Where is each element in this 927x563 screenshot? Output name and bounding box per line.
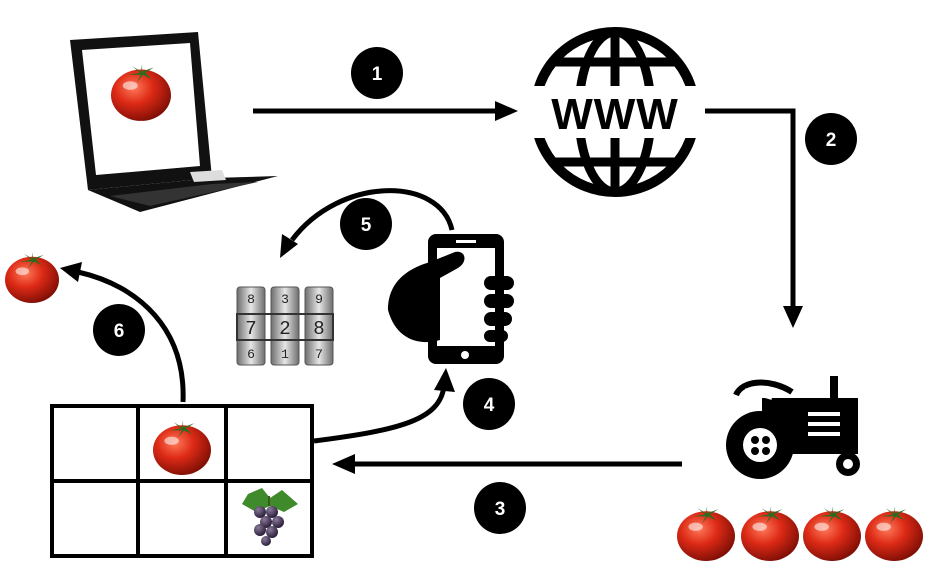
arrow-step-5 xyxy=(280,188,455,258)
tomato-icon xyxy=(865,506,923,561)
step-badge-1: 1 xyxy=(351,47,403,99)
step-badge-4: 4 xyxy=(463,378,515,430)
arrow-step-4 xyxy=(313,368,455,444)
tomato-icon xyxy=(803,506,861,561)
step-number: 5 xyxy=(361,215,372,236)
lock-bottom-digit: 1 xyxy=(281,347,289,362)
arrow-step-1 xyxy=(253,101,518,121)
combination-lock-icon: 8 3 9 7 2 8 6 1 7 xyxy=(236,286,334,366)
lock-top-digit: 9 xyxy=(315,292,323,307)
lock-code-digit: 8 xyxy=(313,318,324,340)
laptop-icon xyxy=(70,32,278,212)
step-badge-5: 5 xyxy=(340,198,392,250)
tomato-icon xyxy=(5,251,59,304)
globe-www-icon: WWW xyxy=(526,27,704,197)
lock-code-digit: 2 xyxy=(279,318,290,340)
step-badge-6: 6 xyxy=(93,304,145,356)
smartphone-hand-icon xyxy=(388,234,514,364)
tomato-icon xyxy=(677,506,735,561)
lock-top-digit: 3 xyxy=(281,292,289,307)
tractor-icon xyxy=(726,376,860,479)
arrow-step-3 xyxy=(332,454,682,474)
lock-bottom-digit: 7 xyxy=(315,347,323,362)
step-badge-3: 3 xyxy=(474,482,526,534)
locker-grid xyxy=(50,404,314,558)
step-number: 2 xyxy=(826,130,837,151)
step-number: 4 xyxy=(484,395,495,416)
step-number: 3 xyxy=(495,499,506,520)
lock-code-digit: 7 xyxy=(245,318,256,340)
globe-www-label: WWW xyxy=(551,90,679,139)
step-number: 6 xyxy=(114,321,125,342)
step-number: 1 xyxy=(372,64,383,85)
tomato-icon xyxy=(741,506,799,561)
arrow-step-2 xyxy=(705,108,803,328)
arrow-step-6 xyxy=(60,262,186,403)
tomato-harvest-row xyxy=(677,506,923,561)
step-badge-2: 2 xyxy=(805,113,857,165)
lock-top-digit: 8 xyxy=(247,292,255,307)
grapes-icon xyxy=(242,488,298,546)
lock-bottom-digit: 6 xyxy=(247,347,255,362)
